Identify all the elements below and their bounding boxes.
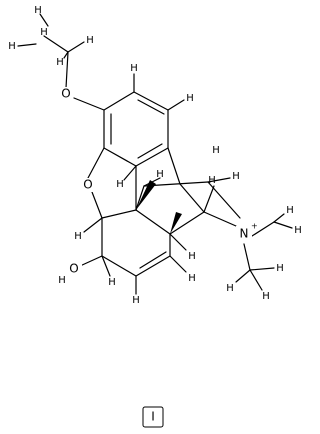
bond-ar-h2 bbox=[167, 99, 185, 111]
bond-c7-c8-inner bbox=[139, 251, 167, 269]
bond-c6-h bbox=[101, 255, 111, 277]
label-bg bbox=[66, 262, 82, 276]
bond-o-c5 bbox=[91, 191, 103, 219]
bond-me2-h bbox=[249, 269, 263, 291]
hydrogen-label: H bbox=[186, 93, 194, 104]
bond-ar-o bbox=[87, 147, 105, 179]
bond-ar2-inner bbox=[137, 99, 165, 115]
hydrogen-label: H bbox=[130, 63, 138, 74]
bond-ch3-h1 bbox=[39, 13, 49, 27]
hydrogen-label: H bbox=[212, 145, 220, 156]
hydrogen-label: H bbox=[34, 5, 42, 16]
hydrogen-label: H bbox=[40, 27, 48, 38]
counter-ion: I bbox=[142, 406, 164, 428]
hydrogen-label: H bbox=[276, 263, 284, 274]
bond-ar1 bbox=[103, 91, 135, 111]
bond-c13-c14 bbox=[135, 209, 171, 235]
bond-ch3-h2 bbox=[17, 43, 37, 47]
hydrogen-label: H bbox=[188, 251, 196, 262]
bond-c16-h bbox=[207, 177, 231, 183]
hydrogen-label: H bbox=[226, 283, 234, 294]
bond-me2-h2 bbox=[235, 269, 251, 283]
bond-ar4-inner bbox=[137, 143, 163, 159]
bond-c10-link bbox=[167, 147, 181, 185]
bond-c5-h bbox=[83, 217, 103, 233]
hydrogen-label: H bbox=[108, 277, 116, 288]
hydrogen-label: H bbox=[188, 273, 196, 284]
bond-me1-h2 bbox=[273, 221, 293, 229]
bond-c10-c9 bbox=[179, 183, 205, 213]
label-bg bbox=[59, 87, 73, 101]
bonds bbox=[17, 13, 293, 295]
hydrogen-label: H bbox=[232, 171, 240, 182]
bond-ch2-o bbox=[65, 51, 69, 89]
hydrogen-label: H bbox=[116, 179, 124, 190]
bond-ch2-h bbox=[67, 41, 85, 53]
bond-c5-c13 bbox=[101, 209, 137, 219]
counter-ion-box bbox=[142, 406, 164, 428]
atom-labels: H H H H H O H H O H H H H H N + H H H H … bbox=[8, 5, 302, 306]
bond-ar4 bbox=[135, 147, 169, 167]
hydroxyl-hydrogen-label: H bbox=[58, 275, 66, 286]
bond-c9-n bbox=[203, 211, 237, 227]
hydrogen-label: H bbox=[132, 295, 140, 306]
hydrogen-label: H bbox=[86, 35, 94, 46]
bond-c9-h bbox=[203, 185, 215, 213]
hydrogen-label: H bbox=[156, 169, 164, 180]
label-bg bbox=[81, 178, 95, 192]
bond-me2-h3 bbox=[249, 267, 275, 271]
bond-c7-c8 bbox=[135, 255, 171, 277]
hydrogen-label: H bbox=[294, 225, 302, 236]
bond-c12-h bbox=[123, 165, 137, 181]
hydrogen-label: H bbox=[8, 41, 16, 52]
wedge-bond bbox=[136, 180, 156, 210]
bond-ar2 bbox=[133, 91, 169, 111]
bond-me1-h bbox=[273, 213, 285, 223]
bond-c14-c9 bbox=[169, 211, 205, 235]
nitrogen-charge-label: + bbox=[251, 222, 258, 231]
label-bg bbox=[236, 226, 252, 242]
bond-c14-h bbox=[169, 233, 187, 251]
bond-n-me1 bbox=[251, 221, 275, 237]
bond-n-me2 bbox=[243, 243, 251, 271]
bond-c8-h bbox=[169, 255, 187, 273]
bond-c6-c7 bbox=[101, 255, 137, 277]
bond-ar5 bbox=[103, 147, 137, 167]
hydrogen-label: H bbox=[262, 291, 270, 302]
bond-c16-n bbox=[207, 181, 241, 219]
bond-c13-c15 bbox=[135, 185, 145, 211]
ethoxy-oxygen-label: O bbox=[61, 87, 70, 101]
ring-oxygen-label: O bbox=[83, 178, 92, 192]
bond-o-aryl bbox=[73, 97, 105, 111]
wedge-bond-2 bbox=[170, 212, 182, 234]
hydrogen-label: H bbox=[74, 231, 82, 242]
hydroxyl-oxygen-label: O bbox=[69, 262, 78, 276]
hydrogen-label: H bbox=[286, 205, 294, 216]
bond-ch2-h2 bbox=[63, 51, 69, 59]
hydrogen-label: H bbox=[56, 57, 64, 68]
iodide-label: I bbox=[151, 410, 155, 424]
nitrogen-label: N bbox=[240, 227, 249, 241]
bond-ch3-ch2 bbox=[43, 35, 69, 53]
hydrogen-label: H bbox=[208, 175, 216, 186]
bond-c6-oh bbox=[79, 255, 103, 267]
